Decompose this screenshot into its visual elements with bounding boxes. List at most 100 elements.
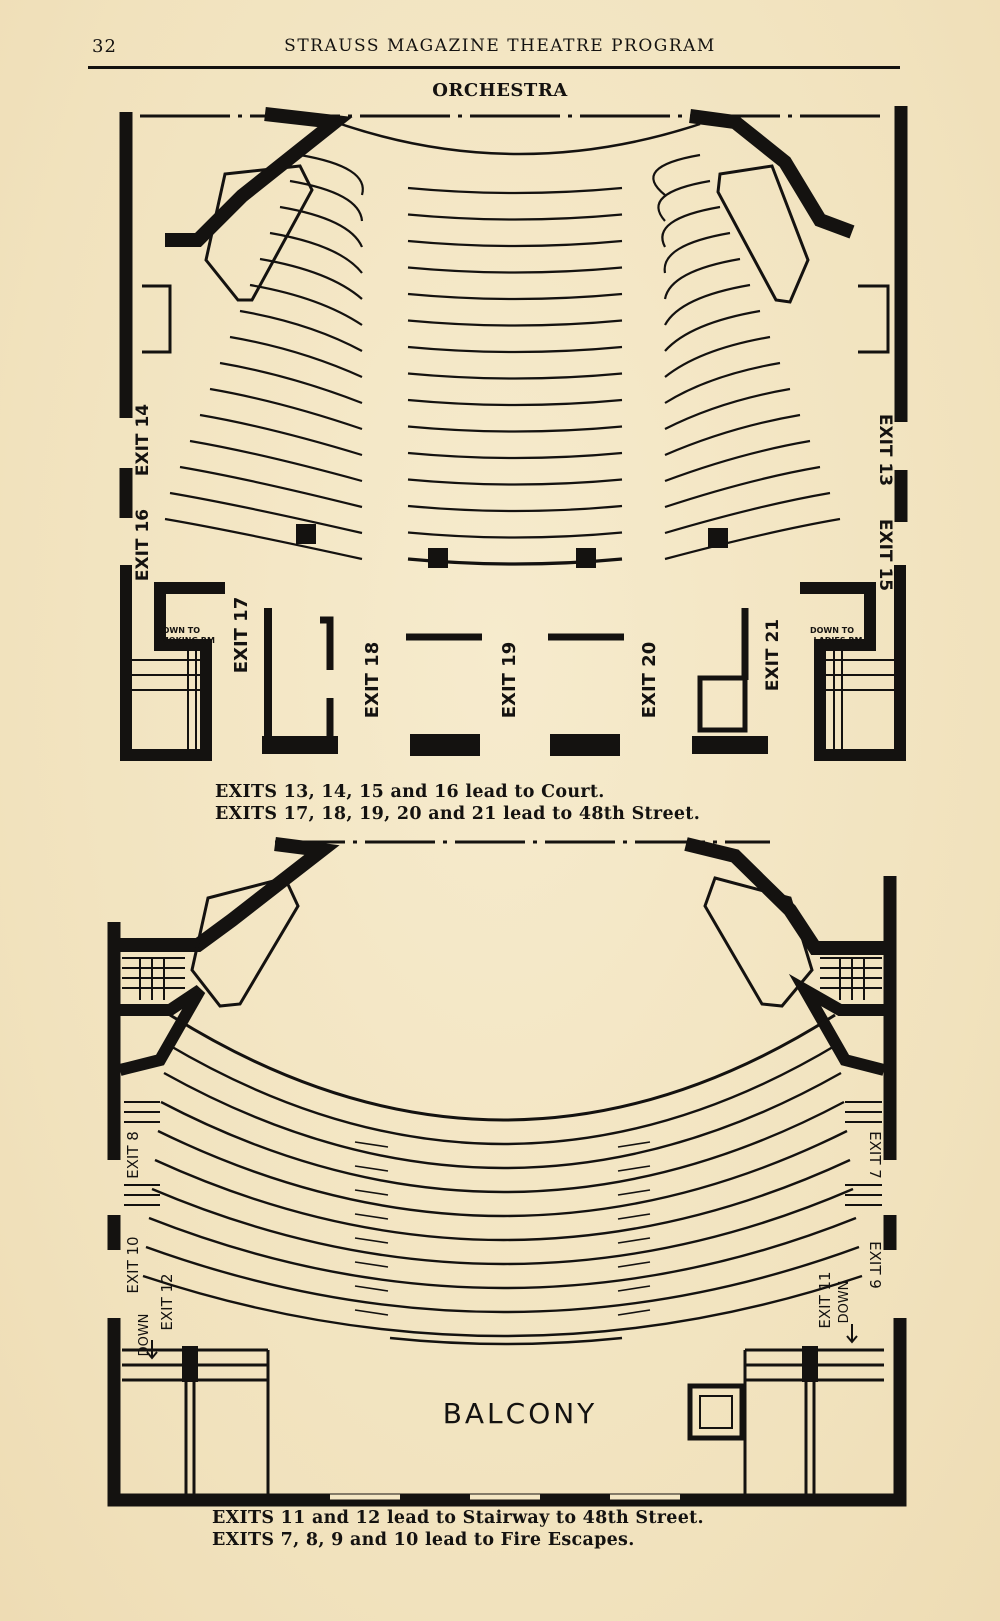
center-seat-row [407, 266, 623, 274]
balcony-right-splay [684, 837, 885, 955]
column [296, 524, 316, 544]
lobby-booth [697, 675, 748, 733]
left-seat-row [259, 257, 363, 300]
ladies-room-label: LADIES RM [813, 636, 862, 645]
exit-13-label: EXIT 13 [875, 414, 895, 486]
lobby-stairs [826, 645, 894, 750]
balcony-seat-row [148, 1216, 857, 1290]
front-door [692, 736, 768, 754]
balcony-right-stair [820, 957, 882, 1000]
left-seat-row [299, 153, 364, 196]
aisle-step [354, 1189, 389, 1196]
lobby-partition [320, 616, 334, 670]
orchestra-caption-1: EXITS 13, 14, 15 and 16 lead to Court. [215, 782, 605, 802]
center-seat-row [407, 451, 623, 460]
balcony-caption-1: EXITS 11 and 12 lead to Stairway to 48th… [212, 1508, 704, 1528]
front-door [550, 734, 620, 756]
balcony-aisle-steps [354, 1141, 651, 1316]
center-seat-row [407, 398, 623, 407]
left-seat-row [199, 413, 363, 457]
left-seat-row [169, 491, 363, 535]
column [428, 548, 448, 568]
right-seat-row [664, 491, 831, 535]
aisle-step [354, 1309, 389, 1316]
exit-16-label: EXIT 16 [133, 509, 153, 581]
balcony-right-corner [788, 973, 886, 1076]
center-seat-row [407, 504, 623, 513]
right-seat-row [663, 257, 741, 300]
balcony-stair-newel [802, 1346, 818, 1382]
down-arrow-icon [846, 1324, 858, 1344]
left-seat-row [269, 231, 363, 274]
exit-8-label: EXIT 8 [124, 1131, 142, 1179]
right-seat-row [664, 361, 781, 404]
center-seat-row [407, 531, 623, 539]
down-label-right: DOWN [837, 1281, 852, 1324]
lobby-partition [264, 608, 300, 744]
aisle-step [617, 1165, 651, 1172]
right-seat-row [664, 387, 791, 430]
orchestra-caption-2: EXITS 17, 18, 19, 20 and 21 lead to 48th… [215, 804, 701, 824]
left-seat-row [229, 335, 363, 379]
center-seat-row [407, 319, 623, 327]
balcony-title: BALCONY [443, 1397, 598, 1430]
lobby-stairs [132, 645, 200, 750]
right-seat-row [663, 231, 731, 274]
aisle-step [617, 1237, 651, 1244]
center-seat-row [407, 345, 623, 354]
center-seat-row [407, 557, 623, 566]
orchestra-orchestra-rail [334, 120, 701, 156]
center-seat-row [407, 239, 623, 248]
aisle-step [617, 1141, 651, 1148]
exit-15-label: EXIT 15 [875, 519, 895, 591]
smoking-room-label: DOWN TO [156, 626, 200, 635]
right-seat-row [657, 179, 711, 222]
balcony-right-box [703, 876, 814, 1008]
exit-14-label: EXIT 14 [133, 404, 153, 476]
balcony-left-wall-bottom [107, 1318, 907, 1507]
balcony-seat-row [154, 1158, 851, 1242]
right-seat-row [664, 309, 761, 352]
balcony-seat-row [151, 1187, 854, 1266]
center-seat-row [407, 478, 623, 486]
balcony-seat-row [160, 1100, 845, 1194]
center-seat-row [407, 425, 623, 433]
balcony-booth [687, 1383, 745, 1441]
right-seat-row [664, 439, 811, 483]
balcony-seat-row [142, 1274, 863, 1338]
aisle-step [354, 1165, 389, 1172]
exit-7-label: EXIT 7 [866, 1131, 884, 1179]
orchestra-seat-rows [164, 153, 841, 566]
running-head: STRAUSS MAGAZINE THEATRE PROGRAM [284, 36, 716, 56]
aisle-step [354, 1237, 389, 1244]
exit-steps [845, 1101, 882, 1206]
exit-18-label: EXIT 18 [362, 642, 383, 718]
front-door [262, 736, 338, 754]
right-seat-row [664, 413, 801, 457]
exit-20-label: EXIT 20 [639, 642, 660, 718]
aisle-step [354, 1213, 389, 1220]
balcony-stair-newel [182, 1346, 198, 1382]
down-arrow-icon [146, 1340, 158, 1360]
right-seat-row [664, 465, 821, 509]
aisle-step [354, 1141, 389, 1148]
center-seat-row [407, 372, 623, 380]
down-label-left: DOWN [137, 1314, 152, 1357]
aisle-step [617, 1309, 651, 1316]
column [576, 548, 596, 568]
exit-19-label: EXIT 19 [499, 642, 520, 718]
orchestra-right-stair [858, 284, 890, 354]
right-seat-row [652, 153, 701, 196]
exit-17-label: EXIT 17 [231, 597, 252, 673]
balcony-seat-row [163, 1071, 842, 1170]
exit-steps [124, 1101, 160, 1206]
exit-12-label: EXIT 12 [158, 1273, 176, 1330]
right-seat-row [664, 335, 771, 378]
exit-21-label: EXIT 21 [763, 619, 783, 691]
left-seat-row [239, 309, 363, 352]
balcony-left-box [190, 876, 300, 1008]
orchestra-left-stair [142, 284, 172, 354]
smoking-room-label: SMOKING RM [155, 636, 215, 645]
exit-11-label: EXIT 11 [816, 1271, 834, 1328]
aisle-step [354, 1261, 389, 1268]
